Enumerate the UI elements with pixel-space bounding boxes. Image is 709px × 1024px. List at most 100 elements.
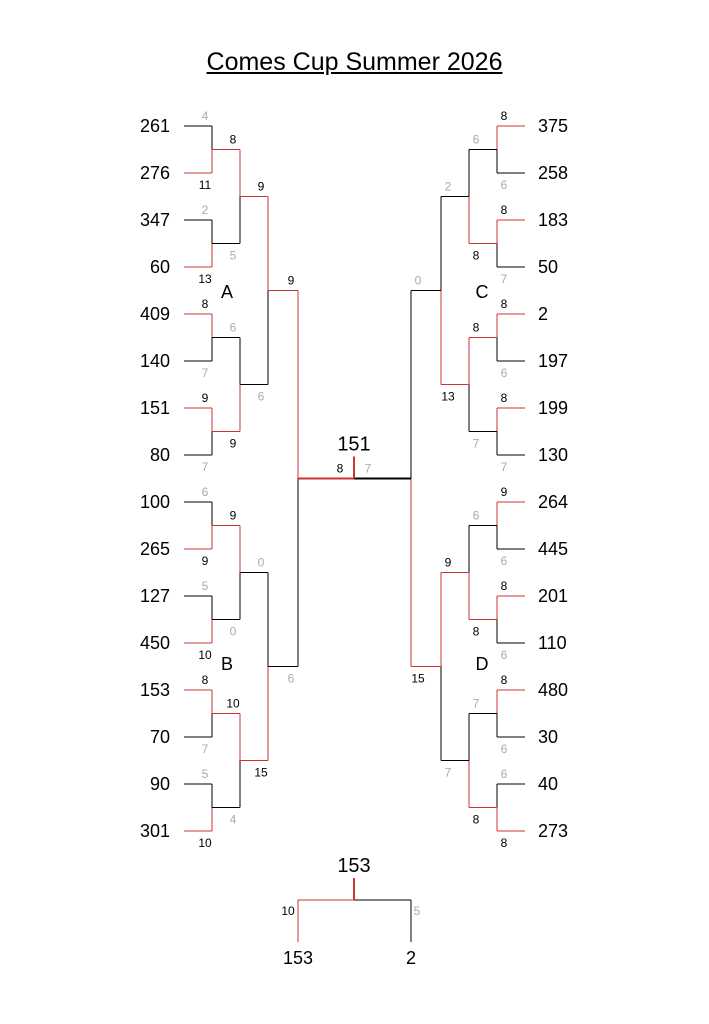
match-score: 6 bbox=[501, 767, 508, 781]
match-score: 8 bbox=[501, 673, 508, 687]
third-score: 10 bbox=[281, 904, 295, 918]
team-name: 151 bbox=[140, 398, 170, 418]
team-name: 258 bbox=[538, 163, 568, 183]
team-name: 264 bbox=[538, 492, 568, 512]
team-name: 110 bbox=[538, 633, 567, 653]
match-score: 8 bbox=[501, 391, 508, 405]
team-name: 183 bbox=[538, 210, 568, 230]
team-name: 273 bbox=[538, 821, 568, 841]
match-score: 13 bbox=[441, 390, 455, 404]
match-score: 7 bbox=[473, 697, 480, 711]
match-score: 6 bbox=[501, 554, 508, 568]
team-name: 199 bbox=[538, 398, 568, 418]
third-place-winner: 153 bbox=[337, 855, 370, 877]
match-score: 7 bbox=[501, 272, 508, 286]
team-name: 265 bbox=[140, 539, 170, 559]
team-name: 153 bbox=[140, 680, 170, 700]
group-label: D bbox=[476, 654, 489, 674]
team-name: 80 bbox=[150, 445, 170, 465]
match-score: 8 bbox=[501, 109, 508, 123]
team-name: 70 bbox=[150, 727, 170, 747]
match-score: 4 bbox=[230, 813, 237, 827]
match-score: 13 bbox=[198, 272, 212, 286]
match-score: 10 bbox=[198, 836, 212, 850]
match-score: 8 bbox=[473, 249, 480, 263]
match-score: 8 bbox=[501, 836, 508, 850]
team-name: 100 bbox=[140, 492, 170, 512]
team-name: 261 bbox=[140, 116, 170, 136]
match-score: 2 bbox=[445, 180, 452, 194]
match-score: 9 bbox=[501, 485, 508, 499]
final-score: 7 bbox=[365, 462, 372, 476]
group-label: A bbox=[221, 282, 233, 302]
match-score: 6 bbox=[501, 648, 508, 662]
team-name: 60 bbox=[150, 257, 170, 277]
team-name: 197 bbox=[538, 351, 568, 371]
team-name: 140 bbox=[140, 351, 170, 371]
match-score: 5 bbox=[230, 249, 237, 263]
match-score: 8 bbox=[473, 625, 480, 639]
match-score: 8 bbox=[473, 813, 480, 827]
match-score: 6 bbox=[288, 672, 295, 686]
group-label: C bbox=[476, 282, 489, 302]
team-name: 201 bbox=[538, 586, 568, 606]
champion-name: 151 bbox=[337, 434, 370, 456]
match-score: 7 bbox=[473, 437, 480, 451]
team-name: 127 bbox=[140, 586, 170, 606]
match-score: 15 bbox=[411, 672, 425, 686]
match-score: 10 bbox=[226, 697, 240, 711]
match-score: 6 bbox=[258, 390, 265, 404]
match-score: 6 bbox=[501, 366, 508, 380]
team-name: 30 bbox=[538, 727, 558, 747]
match-score: 0 bbox=[230, 625, 237, 639]
team-name: 276 bbox=[140, 163, 170, 183]
match-score: 6 bbox=[473, 133, 480, 147]
group-label: B bbox=[221, 654, 233, 674]
third-team: 2 bbox=[406, 948, 416, 968]
team-name: 90 bbox=[150, 774, 170, 794]
match-score: 9 bbox=[230, 437, 237, 451]
team-name: 50 bbox=[538, 257, 558, 277]
match-score: 7 bbox=[202, 366, 209, 380]
match-score: 4 bbox=[202, 109, 209, 123]
match-score: 7 bbox=[501, 460, 508, 474]
match-score: 9 bbox=[202, 554, 209, 568]
match-score: 0 bbox=[415, 274, 422, 288]
match-score: 6 bbox=[501, 742, 508, 756]
match-score: 2 bbox=[202, 203, 209, 217]
match-score: 6 bbox=[202, 485, 209, 499]
match-score: 7 bbox=[445, 766, 452, 780]
match-score: 5 bbox=[202, 579, 209, 593]
match-score: 9 bbox=[288, 274, 295, 288]
match-score: 8 bbox=[473, 321, 480, 335]
match-score: 8 bbox=[501, 579, 508, 593]
team-name: 480 bbox=[538, 680, 568, 700]
team-name: 347 bbox=[140, 210, 170, 230]
match-score: 9 bbox=[258, 180, 265, 194]
match-score: 0 bbox=[258, 556, 265, 570]
match-score: 5 bbox=[202, 767, 209, 781]
match-score: 9 bbox=[445, 556, 452, 570]
team-name: 40 bbox=[538, 774, 558, 794]
final-score: 8 bbox=[337, 462, 344, 476]
third-team: 153 bbox=[283, 948, 313, 968]
match-score: 6 bbox=[501, 178, 508, 192]
third-score: 5 bbox=[414, 904, 421, 918]
match-score: 7 bbox=[202, 742, 209, 756]
match-score: 15 bbox=[254, 766, 268, 780]
match-score: 8 bbox=[202, 673, 209, 687]
match-score: 9 bbox=[202, 391, 209, 405]
match-score: 10 bbox=[198, 648, 212, 662]
match-score: 7 bbox=[202, 460, 209, 474]
team-name: 2 bbox=[538, 304, 548, 324]
match-score: 8 bbox=[501, 203, 508, 217]
team-name: 301 bbox=[140, 821, 170, 841]
team-name: 445 bbox=[538, 539, 568, 559]
match-score: 8 bbox=[501, 297, 508, 311]
team-name: 375 bbox=[538, 116, 568, 136]
team-name: 409 bbox=[140, 304, 170, 324]
match-score: 6 bbox=[473, 509, 480, 523]
match-score: 8 bbox=[202, 297, 209, 311]
